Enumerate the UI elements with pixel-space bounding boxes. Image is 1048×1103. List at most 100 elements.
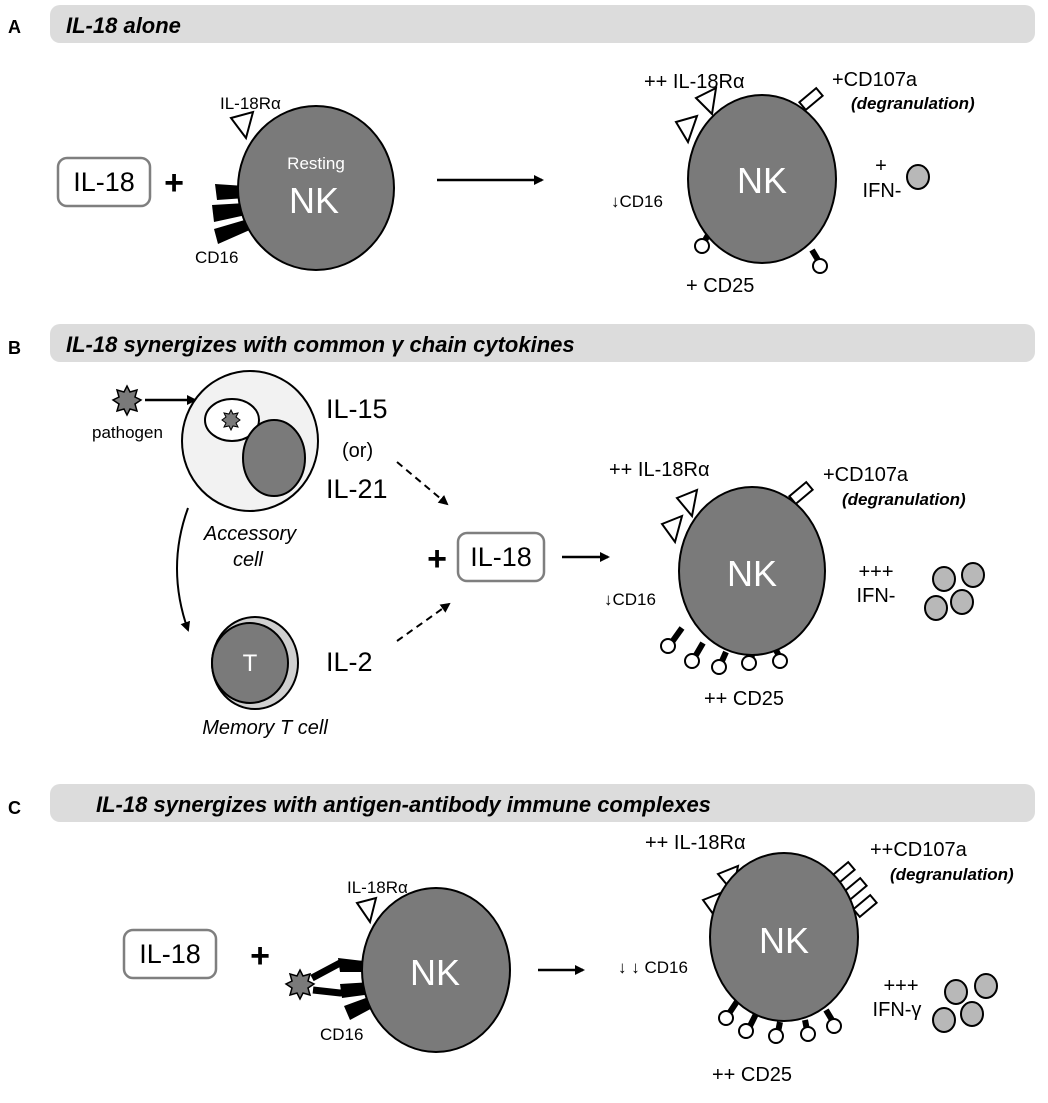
il18-box-label: IL-18 xyxy=(139,939,201,969)
panel-b-title: IL-18 synergizes with common γ chain cyt… xyxy=(66,332,575,357)
degranulation-label: (degranulation) xyxy=(890,865,1014,884)
plus-sign: + xyxy=(250,937,270,975)
cd25-stalk xyxy=(823,1008,835,1022)
cd25-stalk xyxy=(669,626,685,644)
ifn-particle xyxy=(932,566,956,592)
cd16-label: CD16 xyxy=(320,1025,363,1044)
nk-label: NK xyxy=(759,920,809,961)
cd16-down-label: ↓ ↓ CD16 xyxy=(618,958,688,977)
cd25-up-label: ++ CD25 xyxy=(712,1064,792,1086)
panel-c-banner xyxy=(50,784,1035,822)
degranulation-label: (degranulation) xyxy=(851,94,975,113)
activated-nk-cell xyxy=(709,852,859,1022)
dashed-arrow xyxy=(396,602,451,642)
ifn-particle xyxy=(974,973,998,999)
cd25-marker xyxy=(826,1018,842,1034)
pathogen-icon xyxy=(111,384,143,417)
cd25-marker xyxy=(738,1023,754,1039)
cd16-down-label: ↓CD16 xyxy=(604,590,656,609)
ifn-particle xyxy=(924,595,948,621)
cd25-marker xyxy=(812,258,828,274)
arrow xyxy=(176,507,191,632)
il18ra-receptor xyxy=(229,110,255,141)
cd107a-label: +CD107a xyxy=(832,69,918,91)
nk-label: NK xyxy=(289,180,339,221)
cd16-receptor xyxy=(212,203,246,222)
panel-b: B IL-18 synergizes with common γ chain c… xyxy=(8,324,1035,739)
cd16-label: CD16 xyxy=(195,248,238,267)
il18-box xyxy=(456,531,546,583)
ifn-level: + xyxy=(875,155,887,177)
dashed-arrow xyxy=(396,461,449,506)
panel-a-title: IL-18 alone xyxy=(66,13,181,38)
activated-nk-cell xyxy=(678,486,826,656)
memory-t-label: Memory T cell xyxy=(202,717,328,739)
cd25-marker xyxy=(741,655,757,671)
plus-sign: + xyxy=(427,540,447,578)
ifn-particle xyxy=(932,1007,956,1033)
t-label: T xyxy=(243,650,258,677)
activated-nk-cell xyxy=(687,94,837,264)
panel-a-banner xyxy=(50,5,1035,43)
il18ra-label: IL-18Rα xyxy=(220,94,281,113)
il18ra-receptor xyxy=(675,488,699,519)
ifn-label: IFN- xyxy=(863,180,902,202)
or-label: (or) xyxy=(342,440,373,462)
cd25-marker xyxy=(684,653,700,669)
ifn-particle xyxy=(906,164,930,190)
cd25-marker xyxy=(772,653,788,669)
ifn-level: +++ xyxy=(858,561,893,583)
il18-box xyxy=(56,156,152,208)
accessory-label-line1: Accessory xyxy=(203,523,297,545)
cd25-up-label: + CD25 xyxy=(686,275,754,297)
panel-a: A IL-18 alone IL-18 + Resting NK IL-18Rα… xyxy=(8,5,1035,297)
cd25-stalk xyxy=(747,1012,759,1028)
accessory-label-line2: cell xyxy=(233,549,264,571)
nk-cell xyxy=(361,887,511,1053)
cd25-stalk xyxy=(719,650,729,663)
cd25-stalk xyxy=(809,248,821,262)
antigen-icon xyxy=(284,968,316,1001)
accessory-nucleus xyxy=(242,419,306,497)
il2-label: IL-2 xyxy=(326,647,373,677)
cd25-stalk xyxy=(693,641,706,657)
pathogen-label: pathogen xyxy=(92,423,163,442)
ifn-particle xyxy=(944,979,968,1005)
plus-sign: + xyxy=(164,164,184,202)
cd25-marker xyxy=(768,1028,784,1044)
il18-box xyxy=(122,928,218,980)
cd25-marker xyxy=(660,638,676,654)
cd25-marker xyxy=(711,659,727,675)
cd16-receptor xyxy=(214,219,252,244)
ifn-particle xyxy=(950,589,974,615)
ifn-particle xyxy=(960,1001,984,1027)
cd25-marker xyxy=(800,1026,816,1042)
il18ra-receptor xyxy=(660,514,684,545)
nk-label: NK xyxy=(410,952,460,993)
nk-label: NK xyxy=(737,160,787,201)
il18ra-up-label: ++ IL-18Rα xyxy=(644,71,745,93)
il18-box-label: IL-18 xyxy=(73,167,135,197)
il18-box-label: IL-18 xyxy=(470,542,532,572)
cd107a-marker xyxy=(851,893,879,919)
il18ra-receptor xyxy=(694,86,718,117)
resting-label: Resting xyxy=(287,154,345,173)
ifn-particle xyxy=(961,562,985,588)
il18ra-receptor xyxy=(355,896,378,925)
cd16-down-label: ↓CD16 xyxy=(611,192,663,211)
cd25-marker xyxy=(718,1010,734,1026)
memory-t-nucleus xyxy=(211,622,289,704)
il18ra-label: IL-18Rα xyxy=(347,878,408,897)
pathogen-icon xyxy=(221,408,241,432)
ifn-label: IFN-γ xyxy=(873,999,922,1021)
cd107a-label: ++CD107a xyxy=(870,839,968,861)
il18ra-up-label: ++ IL-18Rα xyxy=(645,832,746,854)
panel-c: C IL-18 synergizes with antigen-antibody… xyxy=(8,784,1035,1086)
panel-b-banner xyxy=(50,324,1035,362)
il18ra-receptor xyxy=(674,114,699,145)
cd25-marker xyxy=(694,238,710,254)
il15-label: IL-15 xyxy=(326,394,388,424)
ifn-level: +++ xyxy=(883,975,918,997)
ifn-label: IFN- xyxy=(857,585,896,607)
